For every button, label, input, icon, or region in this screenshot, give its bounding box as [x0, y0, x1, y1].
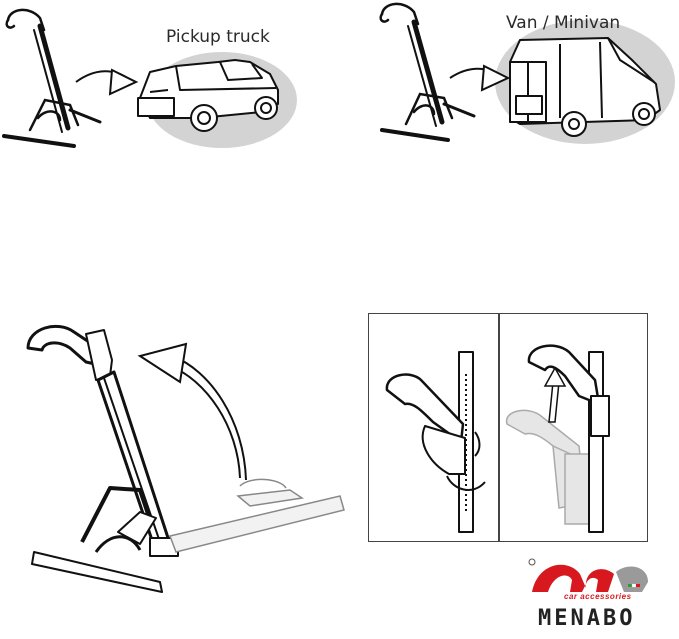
hook-ghost-icon	[506, 409, 592, 525]
bike-rack-folded-icon	[379, 2, 476, 142]
arrow-right-icon	[449, 64, 511, 92]
rack-unfold-illustration	[26, 324, 345, 593]
van-illustration	[379, 2, 675, 144]
bike-rack-folded-icon	[2, 8, 102, 148]
pickup-label: Pickup truck	[166, 27, 270, 47]
brand-name: MENABO	[538, 606, 636, 631]
pickup-scene: Pickup truck	[0, 0, 330, 160]
van-scene: Van / Minivan	[370, 0, 679, 160]
bike-rack-unfolded-icon	[26, 324, 179, 593]
menabo-logo: car accessories MENABO	[524, 552, 674, 636]
hook-detail-frame	[368, 313, 648, 542]
frame-divider	[498, 314, 500, 541]
van-label: Van / Minivan	[506, 13, 621, 33]
van-icon	[509, 37, 661, 137]
hook-detail-illustration	[385, 344, 610, 533]
hook-closed-icon	[385, 351, 486, 533]
arrow-right-icon	[75, 68, 139, 96]
brand-mark-icon	[528, 558, 648, 592]
hook-open-icon	[527, 344, 610, 533]
rack-unfold-diagram	[0, 300, 360, 600]
rack-arm-ghost	[168, 478, 345, 553]
arrow-up-icon	[543, 366, 567, 423]
pickup-illustration	[2, 8, 297, 148]
brand-tagline: car accessories	[564, 592, 632, 601]
curved-arrow-up-icon	[137, 342, 247, 481]
pickup-truck-icon	[137, 59, 279, 132]
